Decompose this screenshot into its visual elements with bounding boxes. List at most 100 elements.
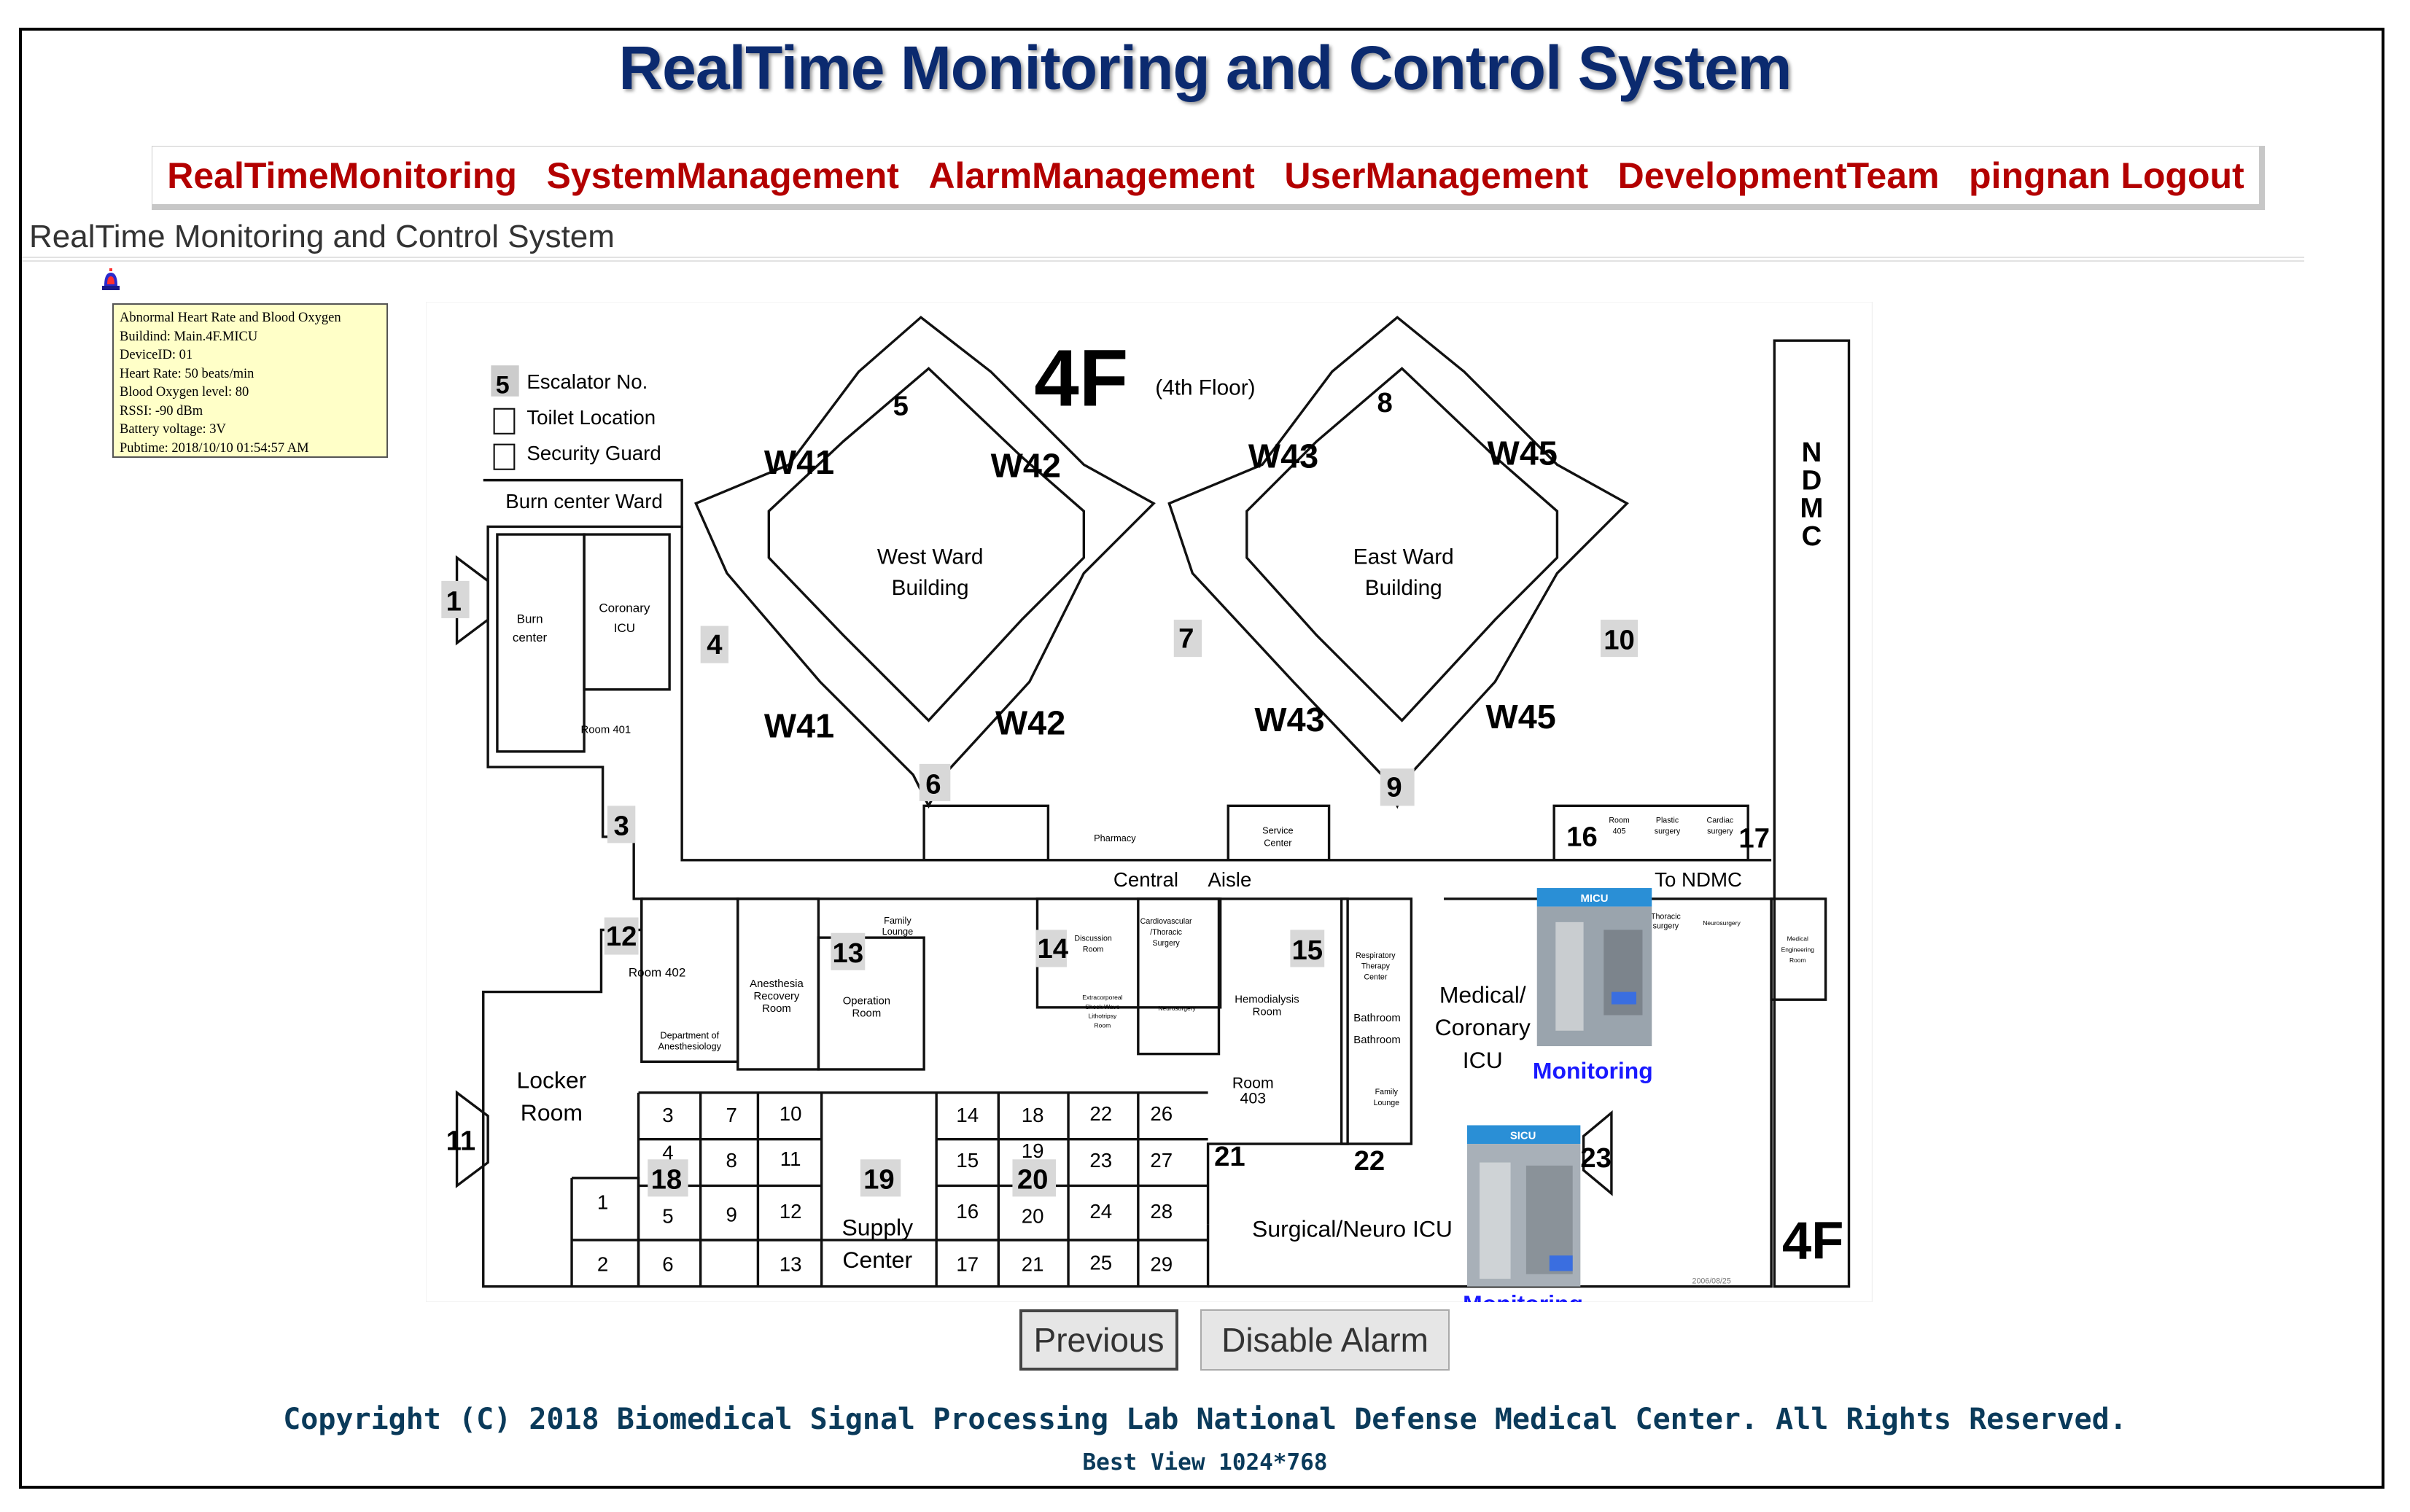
grid-room-number: 27 [1150,1149,1173,1172]
room-operation-2: Room [852,1008,882,1020]
section-title: RealTime Monitoring and Control System [29,219,615,254]
escalator-number: 22 [1354,1145,1385,1177]
room-burn-ward: Burn center Ward [505,490,663,513]
escalator-marker [1290,930,1325,967]
escalator-number: 1 [446,585,462,617]
grid-room-number: 14 [956,1104,979,1126]
sicu-monitoring-link[interactable]: Monitoring [1463,1290,1583,1302]
grid-room-number: 25 [1089,1251,1112,1274]
escalator-number: 15 [1292,935,1323,966]
room-coronary-1: Coronary [599,601,650,615]
escalator-number: 17 [1738,823,1770,854]
escalator-number: 13 [833,938,864,969]
ward-w43-bottom: W43 [1254,701,1324,739]
ndmc-letter: N [1802,437,1822,468]
escalator-marker [604,917,639,955]
grid-room-number: 7 [726,1104,737,1126]
escalator-number: 5 [893,390,909,421]
aisle-label: Aisle [1208,868,1251,891]
room-eswl-3: Lithotripsy [1088,1013,1116,1020]
grid-room-number: 2 [597,1252,608,1275]
escalator-number: 9 [1386,772,1402,803]
room-eswl-1: Extracorporeal [1082,994,1122,1001]
nav-logout[interactable]: pingnan Logout [1969,155,2244,196]
grid-room-number: 1 [597,1190,608,1213]
copyright-text: Copyright (C) 2018 Biomedical Signal Pro… [283,1403,2127,1436]
alarm-line: Pubtime: 2018/10/10 01:54:57 AM [120,440,309,456]
grid-room-number: 24 [1089,1200,1112,1223]
room-discussion-2: Room [1083,945,1103,954]
room-cardio-2: /Thoracic [1150,928,1182,937]
room-pharmacy: Pharmacy [1094,833,1136,843]
room-plastic-2: surgery [1655,827,1681,836]
room-405-1: Room [1609,817,1629,825]
room-cardiac-1: Cardiac [1707,817,1734,825]
escalator-number: 8 [1377,387,1393,418]
ward-w43-top: W43 [1248,437,1318,475]
grid-room-number: 18 [1022,1104,1044,1126]
room-locker-1: Locker [516,1067,586,1093]
east-building-label-2: Building [1365,576,1442,600]
room-cardiac-2: surgery [1707,827,1733,836]
nav-development-team[interactable]: DevelopmentTeam [1617,155,1940,196]
floor-plan-map: 4F (4th Floor) 5 Escalator No. Toilet Lo… [426,302,1873,1302]
alarm-line: Buildind: Main.4F.MICU [120,329,258,344]
grid-room-number: 21 [1022,1252,1044,1275]
room-respiratory-2: Therapy [1361,962,1391,971]
east-building-label-1: East Ward [1353,545,1454,569]
grid-room-number: 3 [662,1104,673,1126]
escalator-number: 4 [707,629,723,660]
room-surgical-icu: Surgical/Neuro ICU [1252,1216,1453,1242]
west-building-label-2: Building [892,576,969,600]
ndmc-letter: D [1802,464,1822,496]
room-medical-2: Coronary [1435,1014,1531,1040]
ward-w45-top: W45 [1488,434,1558,472]
escalator-marker [919,763,951,801]
room-discussion-1: Discussion [1074,934,1111,943]
escalator-number: 18 [651,1164,683,1196]
room-hemodialysis-1: Hemodialysis [1235,994,1299,1005]
alarm-line: Battery voltage: 3V [120,422,226,437]
room-burn-2: center [513,631,548,644]
nav-system-management[interactable]: SystemManagement [546,155,899,196]
sicu-camera-feed-wall [1480,1162,1511,1279]
room-403-1: Room [1232,1074,1274,1091]
to-ndmc-label: To NDMC [1655,868,1742,891]
section-divider [22,257,2304,262]
grid-room-number: 12 [780,1200,802,1223]
room-eswl-2: Shock Wave [1085,1003,1120,1010]
room-hemodialysis-2: Room [1253,1006,1282,1018]
legend-guard-icon [493,443,516,470]
nav-user-management[interactable]: UserManagement [1284,155,1589,196]
alarm-line: DeviceID: 01 [120,348,193,362]
room-dept-2: Anesthesiology [658,1040,722,1051]
room-family2-2: Lounge [1374,1099,1400,1107]
sicu-camera[interactable]: SICU [1466,1125,1581,1287]
escalator-number: 16 [1566,822,1598,853]
grid-room-number: 28 [1150,1200,1173,1223]
room-service-2: Center [1264,838,1292,849]
previous-button[interactable]: Previous [1019,1309,1178,1371]
room-family1-1: Family [884,915,911,926]
grid-room-number: 23 [1089,1149,1112,1172]
escalator-marker [1173,620,1202,658]
escalator-marker [1601,620,1639,658]
central-label: Central [1113,868,1178,891]
nav-realtime-monitoring[interactable]: RealTimeMonitoring [167,155,517,196]
legend-num: 5 [496,372,510,400]
disable-alarm-button[interactable]: Disable Alarm [1200,1309,1450,1371]
escalator-number: 10 [1604,624,1635,655]
escalator-number: 20 [1017,1164,1049,1196]
escalator-number: 7 [1178,623,1194,654]
micu-camera-header [1536,888,1652,907]
ndmc-letter: M [1800,493,1823,524]
grid-room-number: 8 [726,1149,737,1172]
micu-monitoring-link[interactable]: Monitoring [1533,1058,1653,1084]
main-nav: RealTimeMonitoring SystemManagement Alar… [152,146,2265,210]
escalator-marker [607,806,636,843]
nav-alarm-management[interactable]: AlarmManagement [928,155,1255,196]
alarm-siren-icon[interactable] [99,268,123,292]
escalator-marker [1380,768,1415,806]
micu-camera[interactable]: MICU [1536,888,1652,1047]
micu-camera-label: MICU [1580,893,1608,905]
